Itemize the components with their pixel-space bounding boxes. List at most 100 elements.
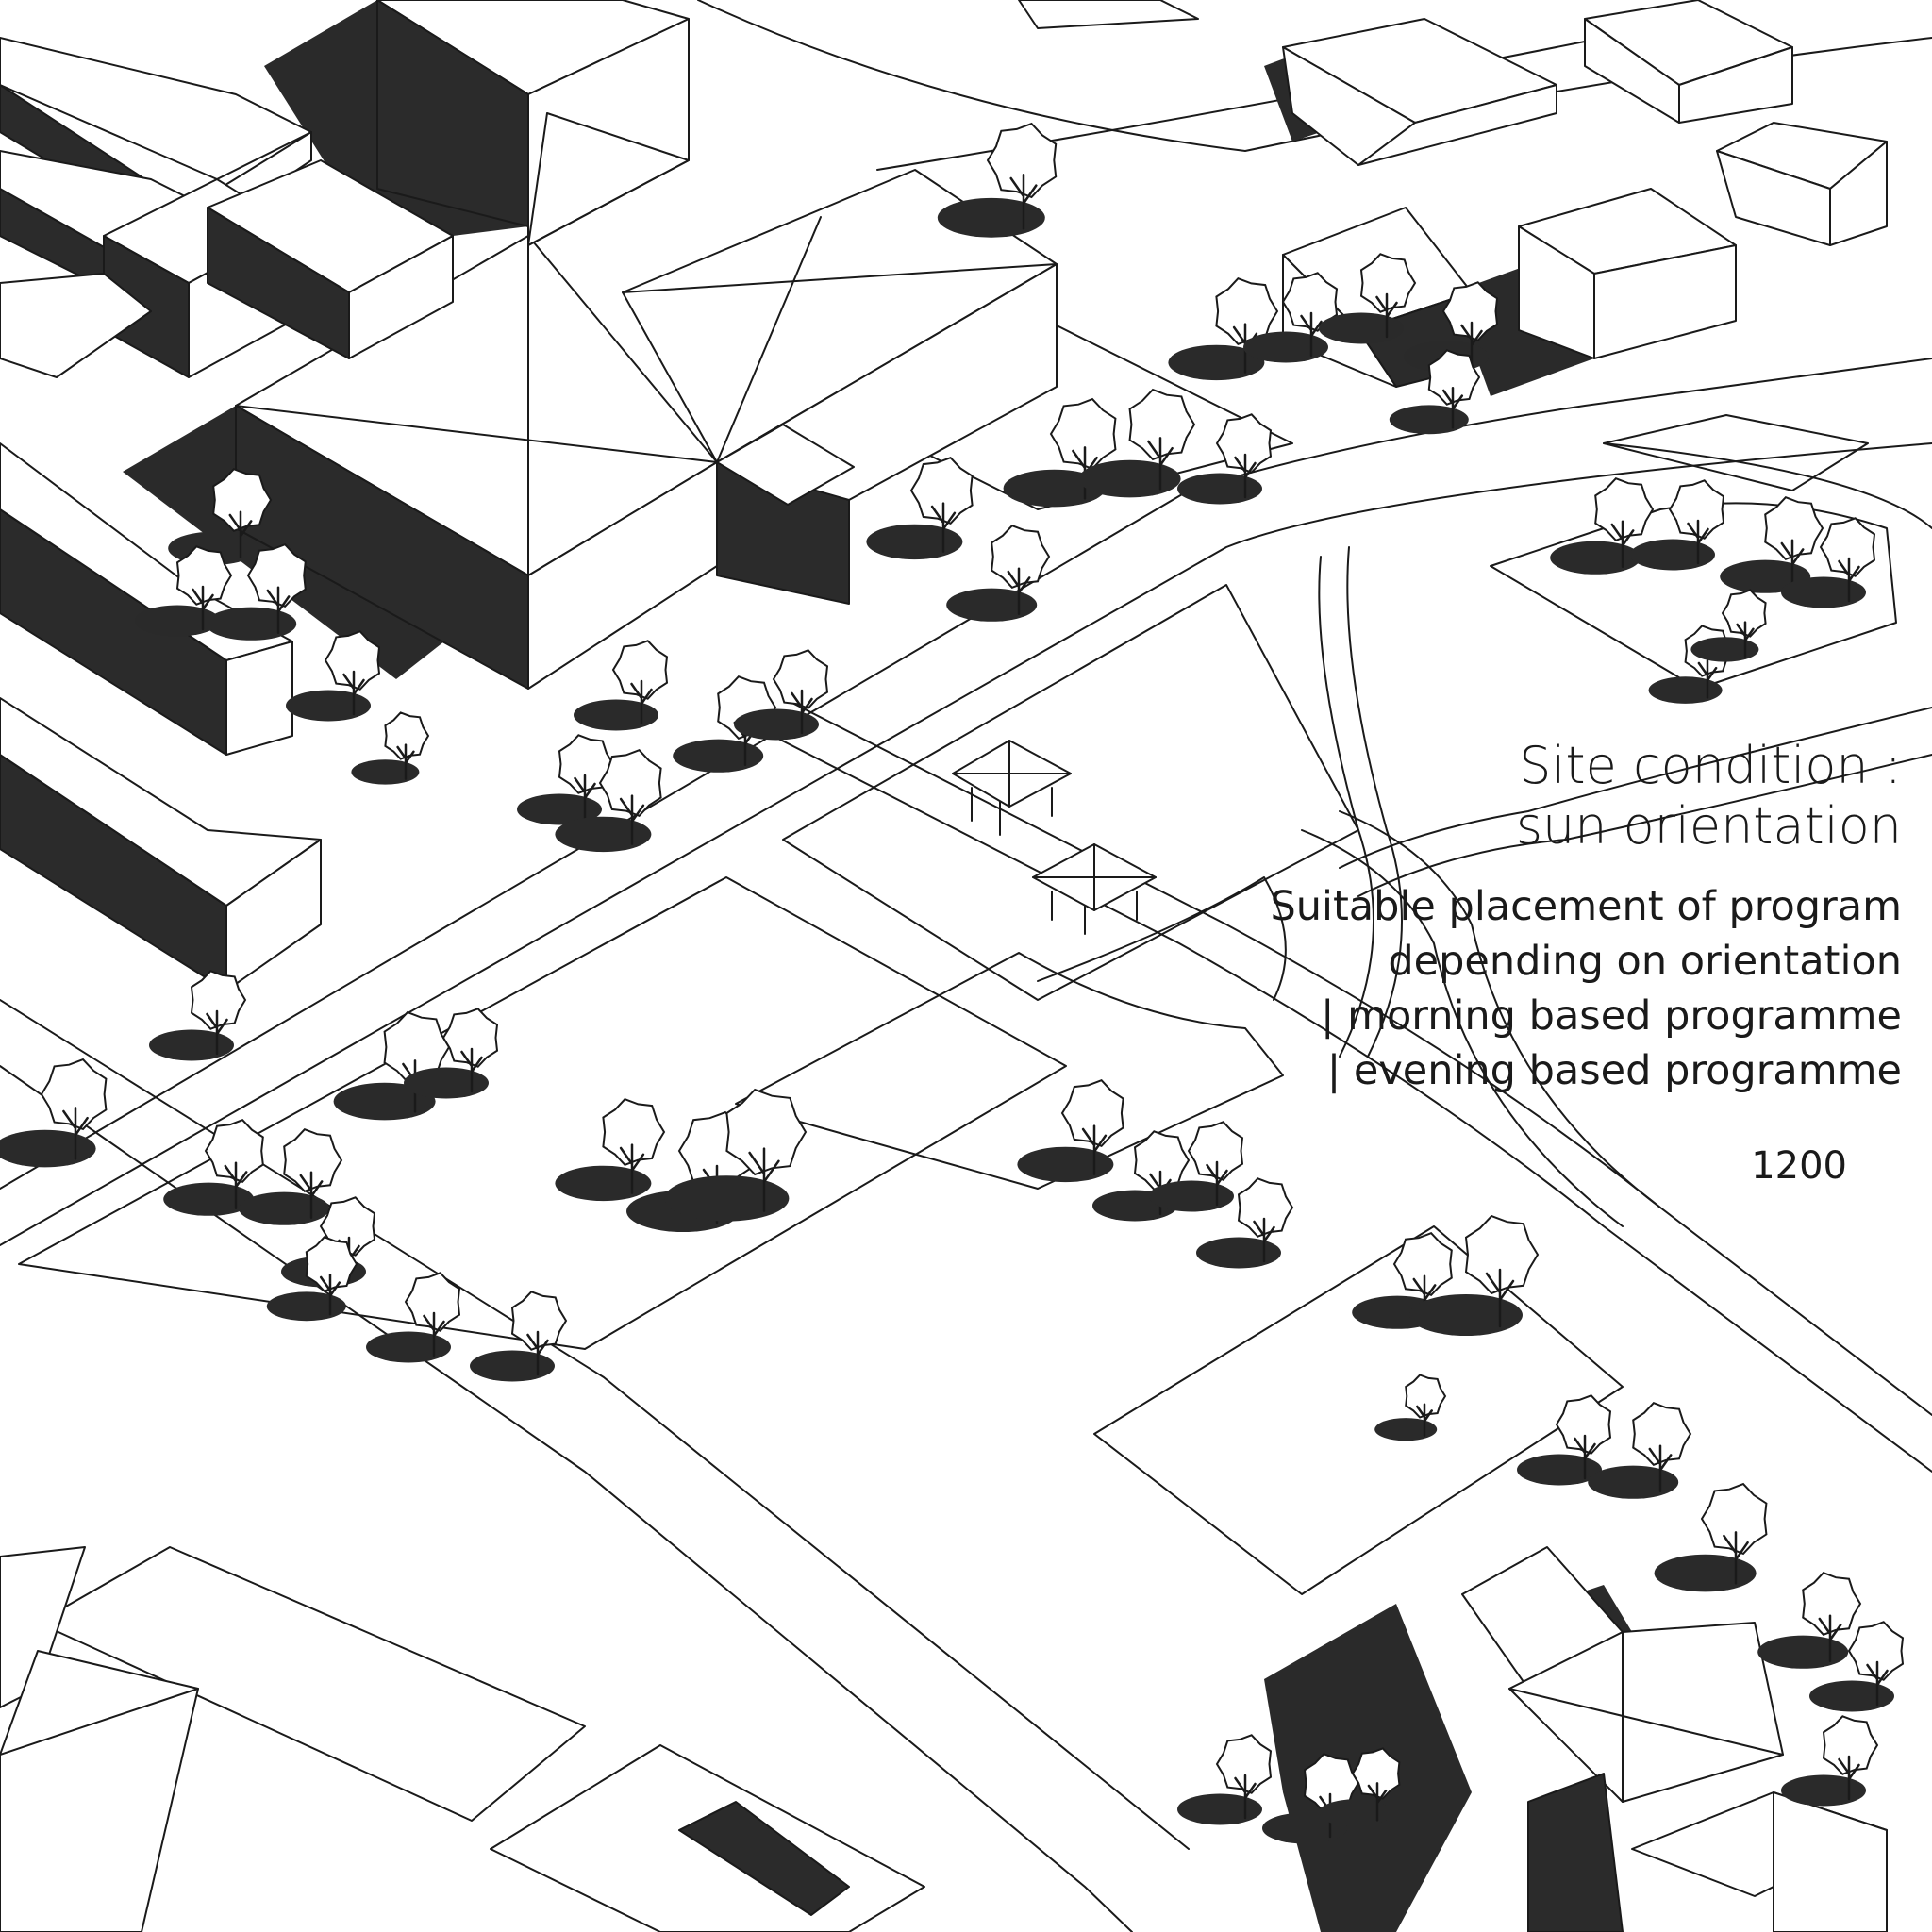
tree bbox=[866, 457, 974, 560]
tree-shadow bbox=[1654, 1554, 1757, 1592]
tree-canopy bbox=[986, 122, 1058, 199]
bench-block bbox=[678, 1801, 850, 1916]
tree-canopy bbox=[1822, 1715, 1879, 1775]
tree bbox=[1517, 1394, 1612, 1486]
tree bbox=[1177, 1734, 1273, 1825]
tree-trunk bbox=[62, 1107, 89, 1160]
tree bbox=[366, 1272, 461, 1363]
tree bbox=[574, 640, 669, 731]
tree bbox=[470, 1291, 568, 1382]
tree-shadow bbox=[1781, 1774, 1866, 1807]
tree-shadow bbox=[1196, 1237, 1281, 1269]
tree-canopy bbox=[1847, 1621, 1905, 1681]
tree bbox=[1177, 413, 1273, 505]
tree-canopy bbox=[1802, 1572, 1862, 1636]
tree-canopy bbox=[1060, 1079, 1124, 1147]
tree-trunk bbox=[619, 1143, 645, 1194]
tree-canopy bbox=[1632, 1402, 1692, 1466]
tree-canopy bbox=[602, 1098, 666, 1166]
tree-canopy bbox=[1668, 479, 1725, 540]
tree-trunk bbox=[1610, 520, 1635, 569]
tree-canopy bbox=[1764, 496, 1824, 560]
tree bbox=[1690, 589, 1767, 662]
tree-shadow bbox=[1588, 1465, 1679, 1499]
tree-trunk bbox=[299, 1171, 324, 1220]
tree bbox=[1389, 349, 1481, 435]
tree-canopy bbox=[1700, 1482, 1768, 1556]
tree-trunk bbox=[1007, 567, 1031, 616]
tree-canopy bbox=[384, 711, 430, 760]
tree-trunk bbox=[1574, 1434, 1596, 1480]
tree-shadow bbox=[135, 605, 220, 637]
tree-shadow bbox=[946, 588, 1038, 622]
tree-trunk bbox=[1009, 173, 1038, 230]
tree-canopy bbox=[909, 457, 974, 525]
tree-shadow bbox=[734, 708, 819, 741]
tree-trunk bbox=[1723, 1531, 1749, 1585]
tree-shadow bbox=[404, 1067, 489, 1099]
scale-label: 1200 bbox=[1751, 1144, 1847, 1188]
tree-shadow bbox=[239, 1191, 330, 1225]
tree bbox=[1078, 388, 1196, 498]
tree-shadow bbox=[333, 1082, 436, 1121]
tree-canopy bbox=[204, 1119, 264, 1183]
tree-canopy bbox=[1215, 413, 1273, 474]
tree-canopy bbox=[1555, 1394, 1612, 1455]
tree bbox=[555, 1098, 666, 1202]
caption-title-line-1: Site condition : bbox=[1519, 736, 1902, 795]
tree-shadow bbox=[1177, 1793, 1262, 1825]
tree-shadow bbox=[555, 1165, 652, 1202]
tree-shadow bbox=[206, 607, 297, 641]
tree bbox=[1409, 1214, 1540, 1336]
tree bbox=[1196, 1177, 1294, 1269]
tree-shadow bbox=[1781, 576, 1866, 608]
tree-canopy bbox=[1594, 477, 1655, 541]
tree-trunk bbox=[1736, 621, 1755, 658]
tree-trunk bbox=[1234, 453, 1257, 499]
tree-shadow bbox=[664, 1175, 790, 1222]
tree-trunk bbox=[319, 1273, 341, 1316]
tree-canopy bbox=[212, 468, 273, 532]
tree-trunk bbox=[1687, 519, 1709, 565]
tree bbox=[1757, 1572, 1862, 1669]
tree bbox=[734, 649, 829, 741]
tree-trunk bbox=[1485, 1268, 1515, 1328]
tree-canopy bbox=[558, 734, 615, 794]
tree bbox=[1374, 1374, 1447, 1441]
tree-trunk bbox=[1697, 659, 1718, 699]
tree-trunk bbox=[266, 586, 291, 635]
tree bbox=[1149, 1121, 1244, 1212]
tree-trunk bbox=[1147, 437, 1174, 491]
tree-trunk bbox=[460, 1047, 483, 1093]
tree bbox=[937, 122, 1058, 238]
tree-shadow bbox=[1078, 459, 1181, 498]
tree bbox=[135, 545, 233, 637]
tree bbox=[517, 734, 615, 825]
tree-shadow bbox=[673, 739, 764, 773]
tree bbox=[1809, 1621, 1905, 1712]
tree-canopy bbox=[1441, 281, 1499, 341]
tree bbox=[1630, 479, 1725, 571]
tree-canopy bbox=[1464, 1214, 1540, 1295]
tree-canopy bbox=[1392, 1232, 1453, 1296]
tree bbox=[664, 1088, 808, 1222]
tree-canopy bbox=[1405, 1374, 1447, 1419]
tree-trunk bbox=[1300, 311, 1323, 358]
tree bbox=[946, 525, 1051, 622]
legend-item-morning: | morning based programme bbox=[1320, 992, 1902, 1040]
tree-canopy bbox=[305, 1236, 358, 1292]
tree bbox=[239, 1128, 343, 1225]
tree-canopy bbox=[991, 525, 1051, 589]
tree-canopy bbox=[1819, 517, 1876, 577]
tree-canopy bbox=[404, 1272, 461, 1332]
tree bbox=[0, 1058, 108, 1168]
tree-canopy bbox=[175, 545, 233, 606]
tree-canopy bbox=[1721, 589, 1767, 638]
legend-item-evening: | evening based programme bbox=[1326, 1047, 1902, 1094]
tree-trunk bbox=[1780, 539, 1805, 588]
tree-canopy bbox=[598, 749, 662, 817]
tree-shadow bbox=[1757, 1635, 1849, 1669]
tree-canopy bbox=[1351, 1747, 1401, 1800]
buildings bbox=[0, 0, 1888, 1932]
